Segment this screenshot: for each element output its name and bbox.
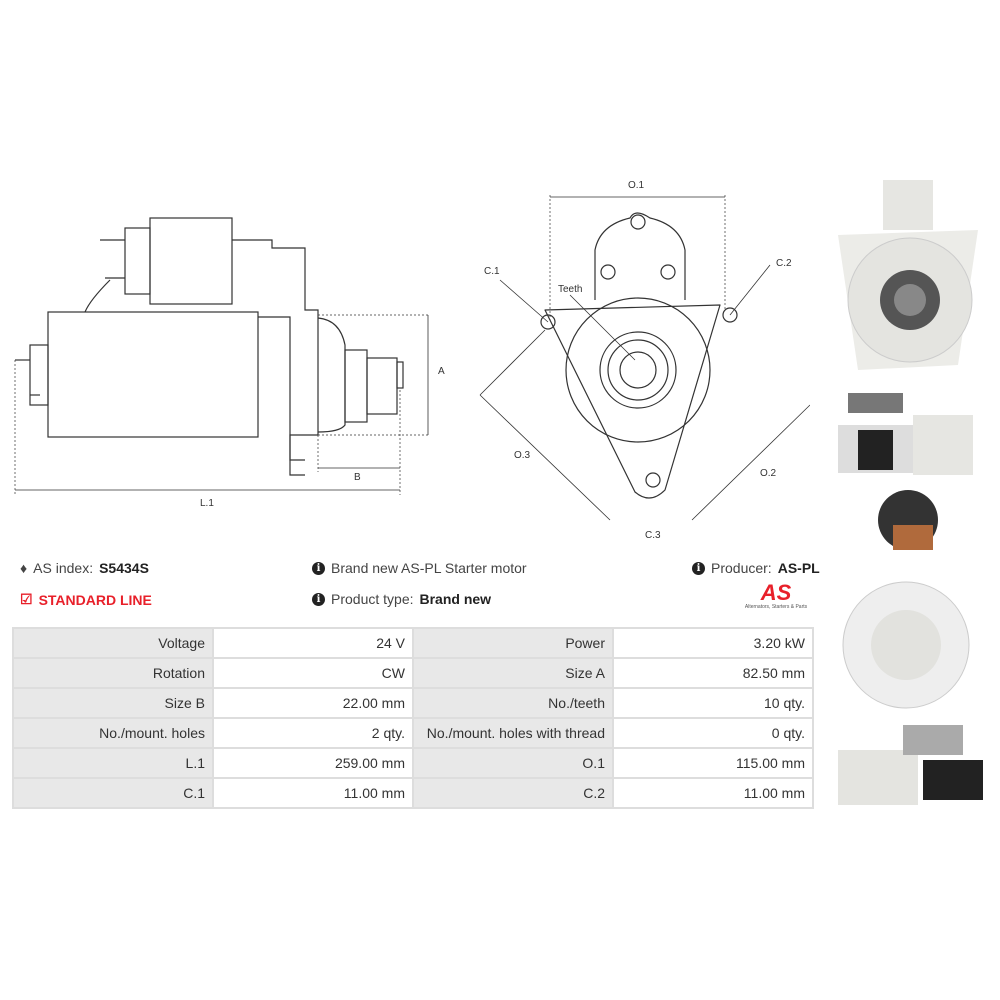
photo-side-1 [838,393,973,475]
product-photos [838,180,983,805]
label-a: A [438,366,445,377]
spec-label: C.1 [12,777,214,809]
side-view-diagram: A B L.1 [14,217,445,509]
label-c3: C.3 [645,530,661,541]
as-index-label: AS index: [33,560,94,576]
spec-label: Voltage [12,627,214,659]
spec-label: Rotation [12,657,214,689]
spec-value: 10 qty. [612,687,814,719]
photo-side-2 [838,725,983,805]
description-text: Brand new AS-PL Starter motor [331,560,527,576]
photo-back [842,490,970,709]
label-o3: O.3 [514,450,531,461]
spec-label: Size B [12,687,214,719]
spec-value: 2 qty. [212,717,414,749]
spec-label: No./mount. holes [12,717,214,749]
spec-label: L.1 [12,747,214,779]
standard-line: ☑ STANDARD LINE [20,591,152,608]
producer: i Producer: AS-PL [692,560,820,576]
product-type-label: Product type: [331,591,414,607]
spec-label: No./mount. holes with thread [412,717,614,749]
spec-value: CW [212,657,414,689]
description: i Brand new AS-PL Starter motor [312,560,527,576]
logo-text: AS [760,580,792,605]
spec-value: 11.00 mm [612,777,814,809]
producer-value: AS-PL [777,560,820,576]
spec-label: C.2 [412,777,614,809]
spec-label: No./teeth [412,687,614,719]
label-b: B [354,472,361,483]
spec-value: 82.50 mm [612,657,814,689]
spec-value: 259.00 mm [212,747,414,779]
info-icon: i [692,561,705,575]
checkbox-icon: ☑ [20,591,33,607]
producer-label: Producer: [711,560,772,576]
line-label: STANDARD LINE [38,591,152,608]
label-o2: O.2 [760,468,777,479]
photo-front [838,180,978,370]
spec-value: 24 V [212,627,414,659]
spec-value: 0 qty. [612,717,814,749]
logo-tagline: Alternators, Starters & Parts [744,604,808,610]
label-o1: O.1 [628,180,645,191]
label-c2: C.2 [776,258,792,269]
spec-value: 3.20 kW [612,627,814,659]
spec-value: 11.00 mm [212,777,414,809]
spec-value: 115.00 mm [612,747,814,779]
front-view-diagram: O.1 C.1 C.2 Teeth O.3 O.2 C.3 [479,180,810,541]
label-c1: C.1 [484,266,500,277]
product-type-value: Brand new [419,591,492,607]
spec-label: O.1 [412,747,614,779]
product-type: i Product type: Brand new [312,591,491,607]
as-index: ♦ AS index: S5434S [20,560,149,576]
spec-value: 22.00 mm [212,687,414,719]
spec-label: Size A [412,657,614,689]
spec-label: Power [412,627,614,659]
label-teeth: Teeth [558,284,582,295]
info-icon: i [312,561,325,575]
as-index-value: S5434S [99,560,149,576]
label-l1: L.1 [200,498,214,509]
info-icon: i [312,592,325,606]
as-logo: AS Alternators, Starters & Parts [736,580,816,611]
tag-icon: ♦ [20,560,28,576]
